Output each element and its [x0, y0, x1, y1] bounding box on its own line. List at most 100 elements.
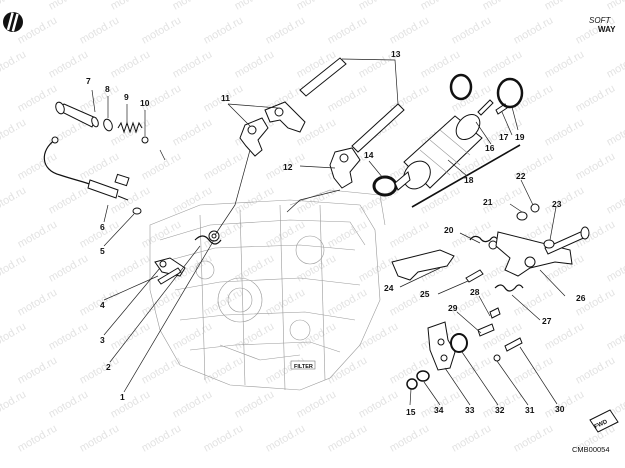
part-washer-21	[516, 211, 528, 221]
callout-26: 26	[576, 293, 586, 303]
watermark-text: motod.ru	[326, 82, 370, 114]
watermark-text: motod.ru	[202, 422, 246, 454]
part-bushing	[55, 101, 99, 128]
callout-29: 29	[448, 303, 458, 313]
callout-20: 20	[444, 225, 454, 235]
watermark-text: motod.ru	[450, 422, 494, 454]
watermark-text: motod.ru	[171, 184, 215, 216]
brand-logo: SOFT WAY	[589, 16, 616, 34]
watermark-text: motod.ru	[357, 0, 401, 13]
fwd-label: FWD	[594, 419, 610, 430]
watermark-text: motod.ru	[0, 320, 28, 352]
callout-31: 31	[525, 405, 535, 415]
part-shift-fork-11a	[239, 117, 269, 157]
watermark-text: motod.ru	[202, 354, 246, 386]
watermark-text: motod.ru	[109, 116, 153, 148]
watermark-text: motod.ru	[512, 422, 556, 454]
watermark-text: motod.ru	[295, 0, 339, 13]
watermark-text: motod.ru	[512, 14, 556, 46]
engine-filter-label: FILTER	[294, 364, 313, 370]
watermark-text: motod.ru	[419, 0, 463, 13]
part-cable-sensor	[43, 136, 130, 201]
watermark-text: motod.ru	[388, 422, 432, 454]
part-spring-27	[494, 284, 524, 292]
forward-direction-badge: FWD	[589, 409, 619, 433]
part-ring-32	[450, 333, 468, 353]
watermark-text: motod.ru	[295, 320, 339, 352]
watermark-text: motod.ru	[388, 218, 432, 250]
watermark-text: motod.ru	[481, 0, 525, 13]
callout-14: 14	[364, 150, 374, 160]
part-bolt-29	[477, 323, 495, 337]
callout-4: 4	[100, 300, 105, 310]
watermark-text: motod.ru	[264, 354, 308, 386]
part-fork-rods-13	[299, 57, 405, 153]
watermark-text: motod.ru	[171, 0, 215, 13]
watermark-text: motod.ru	[605, 48, 625, 80]
part-ring-upper	[449, 73, 473, 101]
watermark-text: motod.ru	[202, 14, 246, 46]
watermark-text: motod.ru	[512, 354, 556, 386]
watermark-text: motod.ru	[16, 82, 60, 114]
callout-28: 28	[470, 287, 480, 297]
callout-23: 23	[552, 199, 562, 209]
brand-line2: WAY	[598, 25, 616, 34]
watermark-text: motod.ru	[47, 388, 91, 420]
watermark-text: motod.ru	[171, 388, 215, 420]
callout-32: 32	[495, 405, 505, 415]
callout-5: 5	[100, 246, 105, 256]
watermark-text: motod.ru	[605, 252, 625, 284]
part-bolt-30	[504, 337, 523, 352]
part-washer-23	[543, 239, 555, 249]
part-shift-fork-11b	[264, 101, 306, 133]
watermark-text: motod.ru	[47, 48, 91, 80]
watermark-text: motod.ru	[326, 422, 370, 454]
watermark-text: motod.ru	[109, 320, 153, 352]
callout-9: 9	[124, 92, 129, 102]
watermark-text: motod.ru	[357, 320, 401, 352]
watermark-text: motod.ru	[450, 218, 494, 250]
watermark-text: motod.ru	[78, 150, 122, 182]
watermark-text: motod.ru	[512, 82, 556, 114]
part-bolt-28	[489, 307, 501, 319]
callout-27: 27	[542, 316, 552, 326]
watermark-text: motod.ru	[233, 0, 277, 13]
watermark-text: motod.ru	[171, 48, 215, 80]
watermark-text: motod.ru	[109, 48, 153, 80]
callout-22: 22	[516, 171, 526, 181]
part-nut-22	[530, 203, 540, 213]
watermark-text: motod.ru	[16, 150, 60, 182]
callout-13: 13	[391, 49, 401, 59]
watermark-text: motod.ru	[109, 252, 153, 284]
watermark-text: motod.ru	[543, 0, 587, 13]
part-washer-34	[416, 370, 430, 382]
callout-16: 16	[485, 143, 495, 153]
watermark-text: motod.ru	[233, 320, 277, 352]
watermark-text: motod.ru	[0, 0, 28, 13]
watermark-text: motod.ru	[16, 218, 60, 250]
watermark-text: motod.ru	[388, 14, 432, 46]
callout-3: 3	[100, 335, 105, 345]
watermark-text: motod.ru	[326, 14, 370, 46]
watermark-text: motod.ru	[605, 320, 625, 352]
part-bolt-25	[465, 269, 484, 283]
watermark-text: motod.ru	[450, 14, 494, 46]
watermark-text: motod.ru	[202, 150, 246, 182]
callout-33: 33	[465, 405, 475, 415]
part-bolt-4	[157, 267, 182, 285]
watermark-text: motod.ru	[78, 82, 122, 114]
watermark-text: motod.ru	[78, 14, 122, 46]
watermark-text: motod.ru	[233, 388, 277, 420]
part-washer-8	[103, 118, 113, 132]
callout-19: 19	[515, 132, 525, 142]
watermark-text: motod.ru	[171, 116, 215, 148]
watermark-text: motod.ru	[47, 0, 91, 13]
watermark-text: motod.ru	[543, 116, 587, 148]
callout-1: 1	[120, 392, 125, 402]
watermark-text: motod.ru	[16, 354, 60, 386]
watermark-text: motod.ru	[357, 388, 401, 420]
watermark-text: motod.ru	[47, 184, 91, 216]
callout-24: 24	[384, 283, 394, 293]
watermark-text: motod.ru	[326, 286, 370, 318]
